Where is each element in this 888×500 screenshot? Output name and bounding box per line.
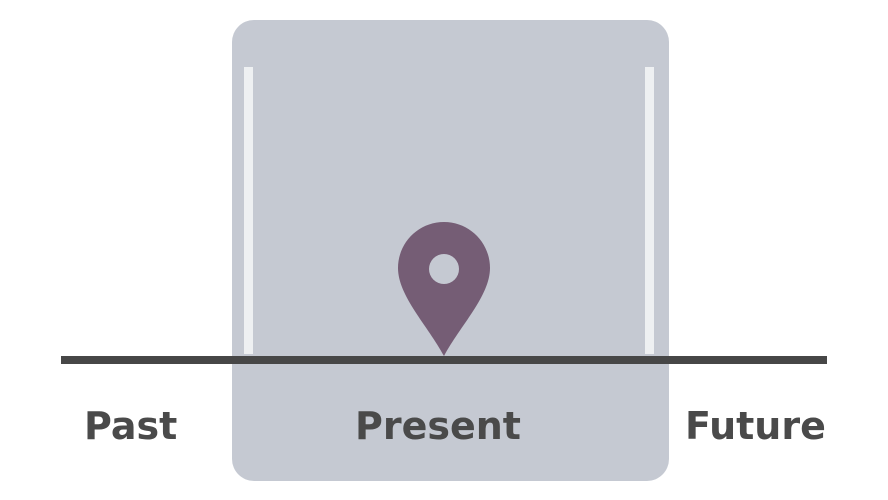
timeline-line bbox=[61, 356, 827, 364]
pin-hole bbox=[429, 254, 459, 284]
future-label: Future bbox=[685, 404, 826, 448]
present-label: Present bbox=[355, 404, 521, 448]
pin-shape bbox=[398, 222, 490, 356]
past-label: Past bbox=[84, 404, 178, 448]
present-left-edge bbox=[244, 67, 253, 354]
location-pin-icon bbox=[398, 222, 490, 356]
present-right-edge bbox=[645, 67, 654, 354]
